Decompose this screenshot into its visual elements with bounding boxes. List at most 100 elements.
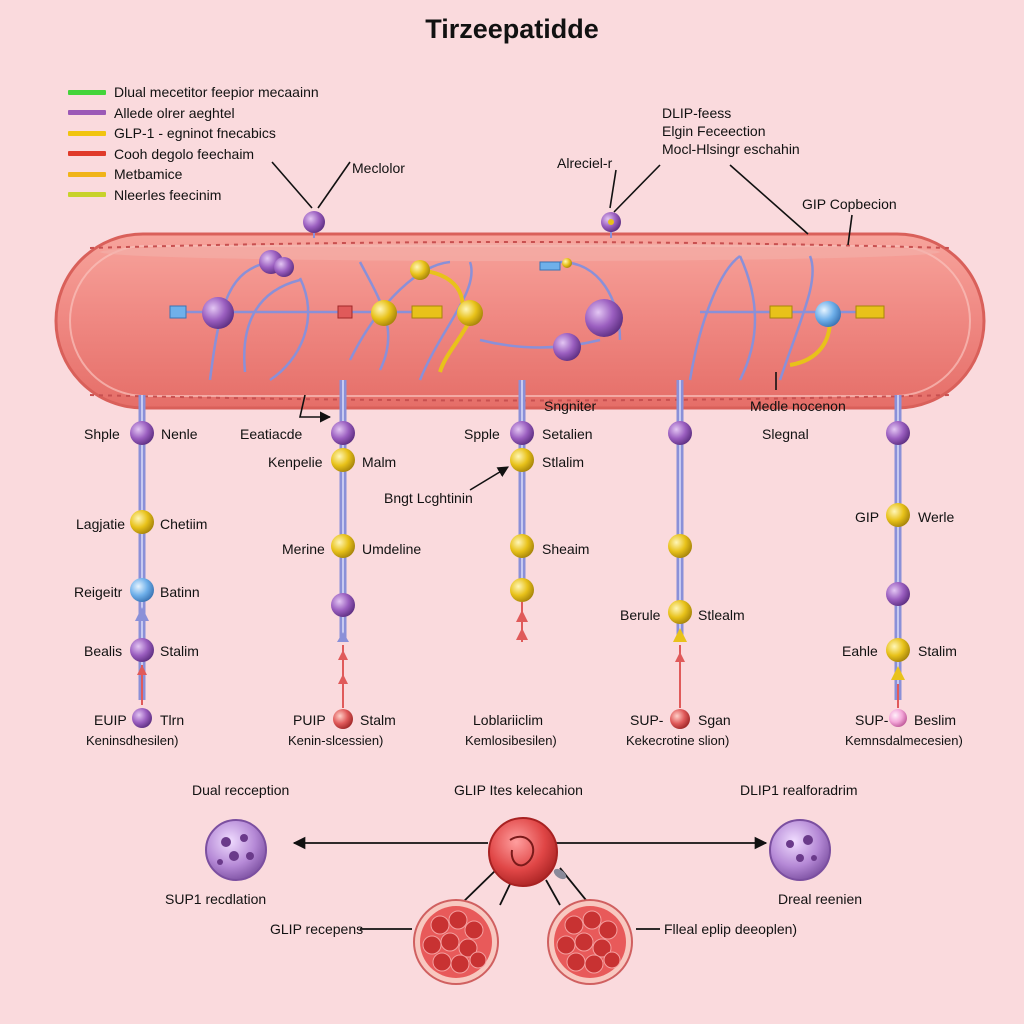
pathway-1 [130,395,154,728]
legend-label: GLP-1 - egninot fnecabics [114,125,276,142]
pathway-label: Loblariiclim [473,712,544,728]
pathway-label: Merine [282,541,325,557]
pathway-label: Chetiim [160,516,208,532]
legend-item: Nleerles feecinim [68,185,319,206]
legend-item: GLP-1 - egninot fnecabics [68,123,319,144]
pathway-label: SUP- [630,712,664,728]
legend-item: Metbamice [68,164,319,185]
pathway-2 [331,380,355,729]
pathway-label: Reigeitr [74,584,123,600]
cluster-left [413,899,499,985]
purple-node [585,299,623,337]
bottom-arrows [292,836,768,930]
label-sngniter: Sngniter [544,398,597,414]
page-title: Tirzeepatidde [425,14,599,44]
label-dual-reception: Dual recception [192,782,290,798]
pathway-label: Stlealm [698,607,745,623]
purple-node [553,333,581,361]
yellow-node [410,260,430,280]
pathway-label: Stalim [918,643,957,659]
pathway-label: Kenin-slcessien) [288,733,384,748]
legend-swatch [68,130,106,136]
pathway-label: Shple [84,426,120,442]
pathway-label: Eahle [842,643,878,659]
legend-label: Dlual mecetitor feepior mecaainn [114,84,319,101]
pathway-label: Setalien [542,426,593,442]
label-alreciel: Alreciel-r [557,155,613,171]
pathway-label: Tlrn [160,712,185,728]
purple-node [274,257,294,277]
purple-node [202,297,234,329]
pathway-label: Eeatiacde [240,426,303,442]
pathway-label: Sheaim [542,541,590,557]
cell-nodes [202,250,841,361]
pathway-5 [886,395,910,727]
label-glip-ites: GLIP Ites kelecahion [454,782,583,798]
pathway-label: Malm [362,454,397,470]
legend-swatch [68,171,106,177]
surface-receptors [303,211,621,238]
sphere-left [205,819,267,881]
legend-swatch [68,151,106,157]
label-dreal: Dreal reenien [778,891,863,907]
pathway-label: Keninsdhesilen) [86,733,179,748]
label-mecolor: Meclolor [352,160,405,176]
yellow-node [371,300,397,326]
pathway-label: Batinn [160,584,200,600]
pathway-label: Stalm [360,712,396,728]
pathway-label: GIP [855,509,880,525]
pathway-label: Stalim [160,643,199,659]
legend: Dlual mecetitor feepior mecaainn Allede … [68,82,319,205]
legend-label: Metbamice [114,166,183,183]
receptor-bars [169,261,885,319]
pathway-label: Sgan [698,712,731,728]
label-flleal: Flleal eplip deeoplen) [664,921,798,937]
callout-lines [271,161,853,246]
legend-swatch [68,110,106,116]
pathway-label: Umdeline [362,541,422,557]
pathway-label: Lagjatie [76,516,126,532]
pathway-3 [510,380,534,642]
legend-item: Dlual mecetitor feepior mecaainn [68,82,319,103]
legend-swatch [68,89,106,95]
pathway-4 [668,380,692,729]
legend-item: Cooh degolo feechaim [68,144,319,165]
legend-label: Allede olrer aeghtel [114,104,235,121]
legend-swatch [68,192,106,198]
label-glip-recepens: GLIP recepens [270,921,364,937]
legend-label: Nleerles feecinim [114,186,222,203]
sphere-center [488,817,567,887]
label-gip-copbecion: GIP Copbecion [802,196,897,212]
pathway-label: Stlalim [542,454,585,470]
yellow-node [457,300,483,326]
legend-item: Allede olrer aeghtel [68,103,319,124]
pathway-label: Kenpelie [268,454,323,470]
sphere-right [769,819,831,881]
label-sup1: SUP1 recdlation [165,891,267,907]
yellow-node [562,258,572,268]
pathway-label: Spple [464,426,500,442]
pathway-label: Bealis [84,643,123,659]
mid-arrows [298,372,777,491]
label-moal: Mocl-Hlsingr eschahin [662,141,800,157]
pathway-label: Nenle [161,426,198,442]
cluster-right [547,899,633,985]
label-bngt-lcghtinin: Bngt Lcghtinin [384,490,473,506]
pathway-label: Kemlosibesilen) [465,733,557,748]
label-elgin: Elgin Feceection [662,123,766,139]
label-slegnal: Slegnal [762,426,809,442]
label-dlip-feess: DLIP-feess [662,105,732,121]
legend-label: Cooh degolo feechaim [114,145,255,162]
pathway-label: Beslim [914,712,957,728]
pathway-label: EUIP [94,712,127,728]
pathway-label: PUIP [293,712,326,728]
pathway-label: Berule [620,607,661,623]
blue-node [815,301,841,327]
pathway-label: Kekecrotine slion) [626,733,730,748]
label-dlip1: DLIP1 realforadrim [740,782,858,798]
pathway-label: Werle [918,509,955,525]
pathway-label: Kemnsdalmecesien) [845,733,963,748]
label-medle-nocenon: Medle nocenon [750,398,846,414]
pathway-label: SUP- [855,712,889,728]
